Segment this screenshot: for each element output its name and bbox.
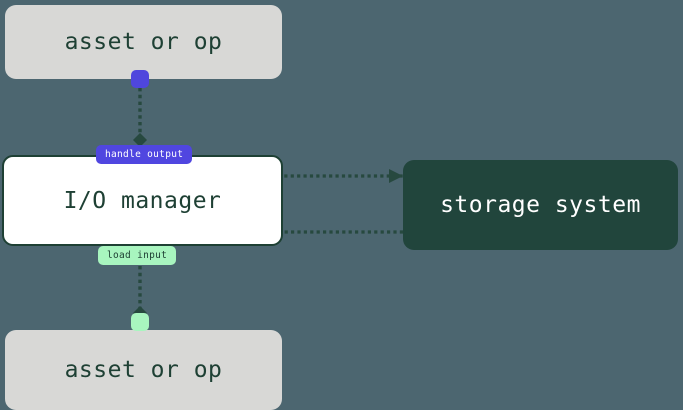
node-asset-or-op-bottom[interactable]: asset or op — [5, 330, 282, 410]
node-io-manager-label: I/O manager — [63, 187, 222, 214]
input-port-handle[interactable] — [131, 313, 149, 331]
node-io-manager[interactable]: I/O manager — [2, 155, 283, 246]
edge-label-handle-output[interactable]: handle output — [96, 145, 193, 164]
node-asset-or-op-bottom-label: asset or op — [64, 357, 223, 383]
node-asset-or-op-top[interactable]: asset or op — [5, 5, 282, 79]
arrowhead-handle-output — [133, 133, 147, 147]
node-asset-or-op-top-label: asset or op — [64, 29, 223, 55]
node-storage-system[interactable]: storage system — [403, 160, 678, 250]
edge-label-load-input-text: load input — [107, 250, 168, 261]
edge-label-load-input[interactable]: load input — [98, 246, 177, 265]
node-storage-system-label: storage system — [440, 192, 641, 218]
output-port-handle[interactable] — [131, 70, 149, 88]
edge-label-handle-output-text: handle output — [105, 149, 184, 160]
